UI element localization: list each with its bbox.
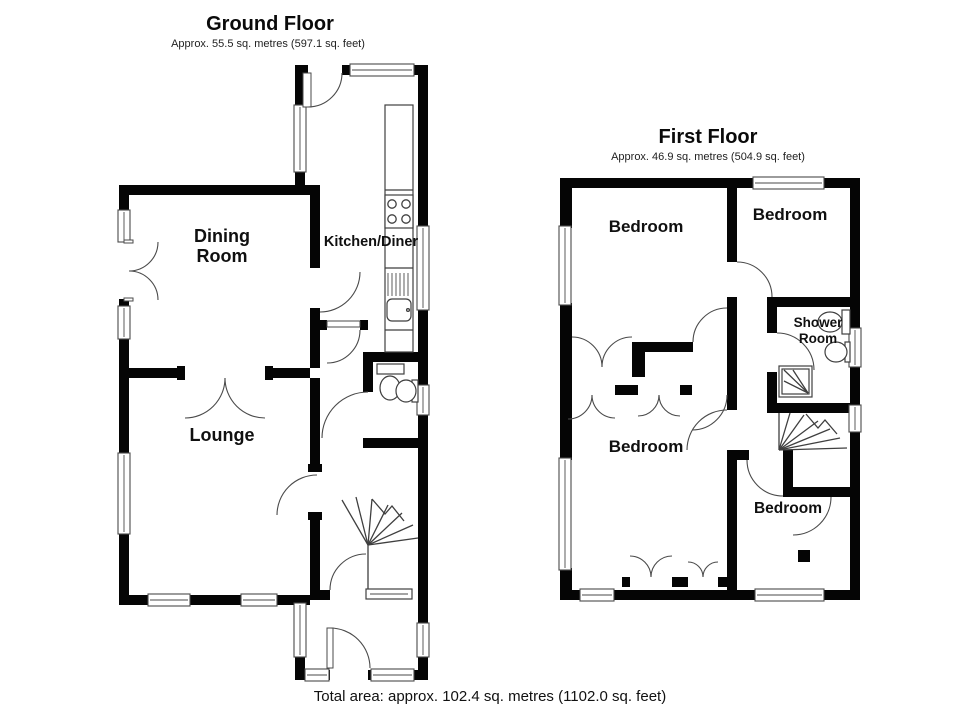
shower-room-label-line1: Shower [794, 315, 844, 330]
first-floor-title: First Floor [659, 126, 758, 148]
first-floor-subtitle: Approx. 46.9 sq. metres (504.9 sq. feet) [611, 151, 805, 163]
bedroom-top-right-label: Bedroom [753, 205, 828, 224]
hob-icon [384, 194, 414, 229]
ff-windows [558, 176, 862, 602]
dining-room-label-line1: Dining [194, 226, 250, 246]
gf-kitchen-fixtures [384, 104, 414, 353]
total-area-caption: Total area: approx. 102.4 sq. metres (11… [314, 688, 666, 705]
basin-icon [824, 341, 851, 363]
shower-room-label-line2: Room [799, 331, 837, 346]
bedroom-bottom-right-label: Bedroom [754, 500, 822, 517]
ground-floor-subtitle: Approx. 55.5 sq. metres (597.1 sq. feet) [171, 38, 365, 50]
kitchen-diner-label: Kitchen/Diner [324, 234, 419, 250]
bedroom-bottom-left-label: Bedroom [609, 437, 684, 456]
gf-doors [123, 72, 371, 669]
basin-icon [395, 379, 419, 403]
gf-radiator [365, 588, 413, 600]
bedroom-top-left-label: Bedroom [609, 217, 684, 236]
gf-stairs [341, 496, 419, 589]
ff-doors [567, 261, 832, 578]
shower-tray-icon [778, 365, 813, 398]
sink-icon [386, 273, 412, 322]
dining-room-label-line2: Room [197, 246, 248, 266]
ff-shower-fixtures [778, 309, 851, 398]
lounge-label: Lounge [190, 425, 255, 445]
toilet-icon [376, 363, 405, 401]
gf-windows [117, 63, 430, 682]
ff-walls [560, 178, 860, 600]
ground-floor-title: Ground Floor [206, 13, 334, 35]
first-floor-plan: First Floor Approx. 46.9 sq. metres (504… [558, 126, 862, 602]
ground-floor-plan: Ground Floor Approx. 55.5 sq. metres (59… [117, 13, 430, 682]
ff-stairs [778, 412, 848, 451]
gf-wc-fixtures [376, 363, 419, 403]
toilet-icon [817, 309, 851, 335]
